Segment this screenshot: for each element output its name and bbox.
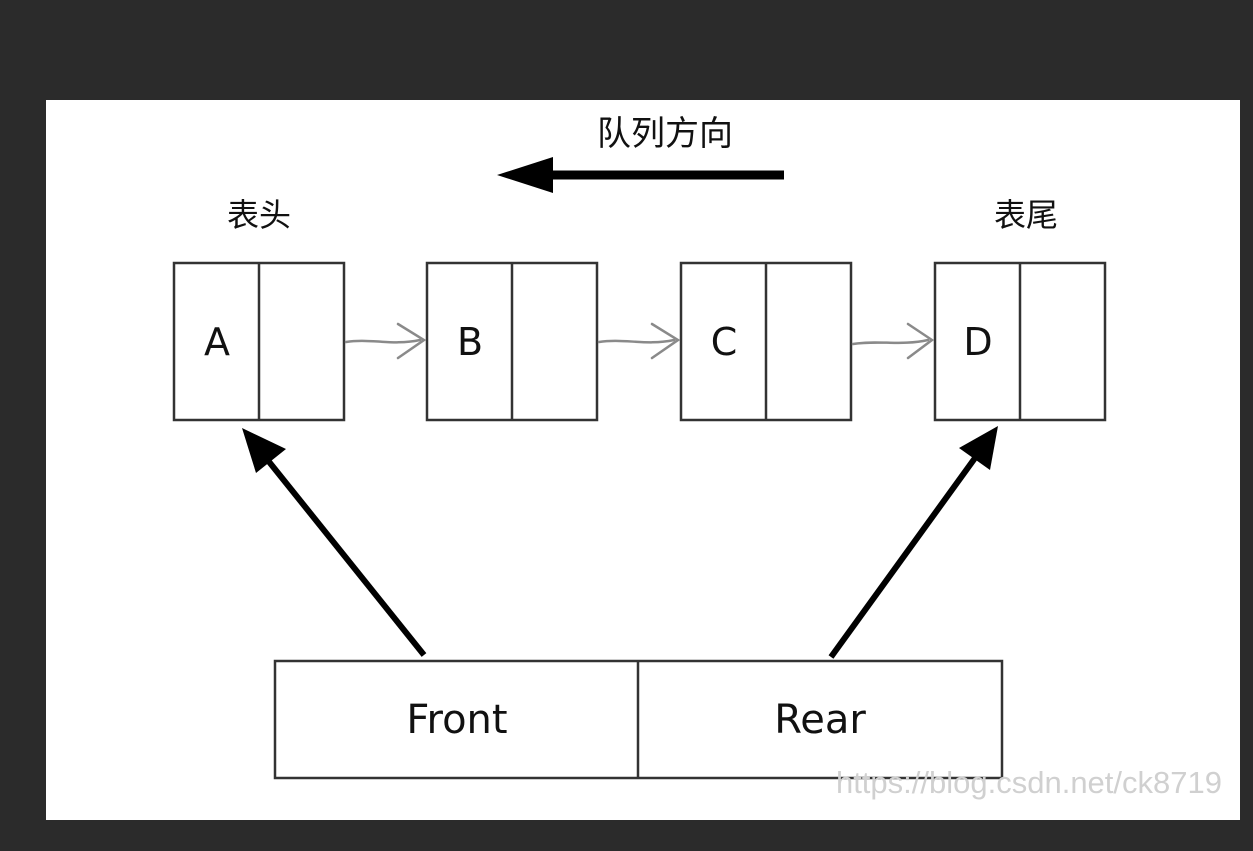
queue-direction-arrow (497, 157, 784, 193)
link-arrow-b-c (597, 322, 681, 360)
watermark-text: https://blog.csdn.net/ck8719 (836, 765, 1222, 800)
link-arrow-a-b (344, 322, 427, 360)
node-value-b: B (457, 320, 483, 364)
rear-label: Rear (774, 697, 866, 743)
tail-label: 表尾 (994, 196, 1058, 234)
queue-node-d (933, 261, 1107, 422)
pointer-box (273, 659, 1004, 780)
head-label: 表头 (227, 196, 291, 234)
rear-pointer-arrow (828, 426, 998, 659)
link-arrow-c-d (851, 322, 935, 360)
front-label: Front (406, 697, 507, 743)
queue-node-c (679, 261, 853, 422)
queue-node-b (425, 261, 599, 422)
queue-direction-label: 队列方向 (597, 114, 733, 154)
queue-node-a (172, 261, 346, 422)
node-value-a: A (204, 320, 230, 364)
front-pointer-arrow (242, 428, 427, 657)
node-value-c: C (711, 320, 738, 364)
node-value-d: D (963, 320, 992, 364)
